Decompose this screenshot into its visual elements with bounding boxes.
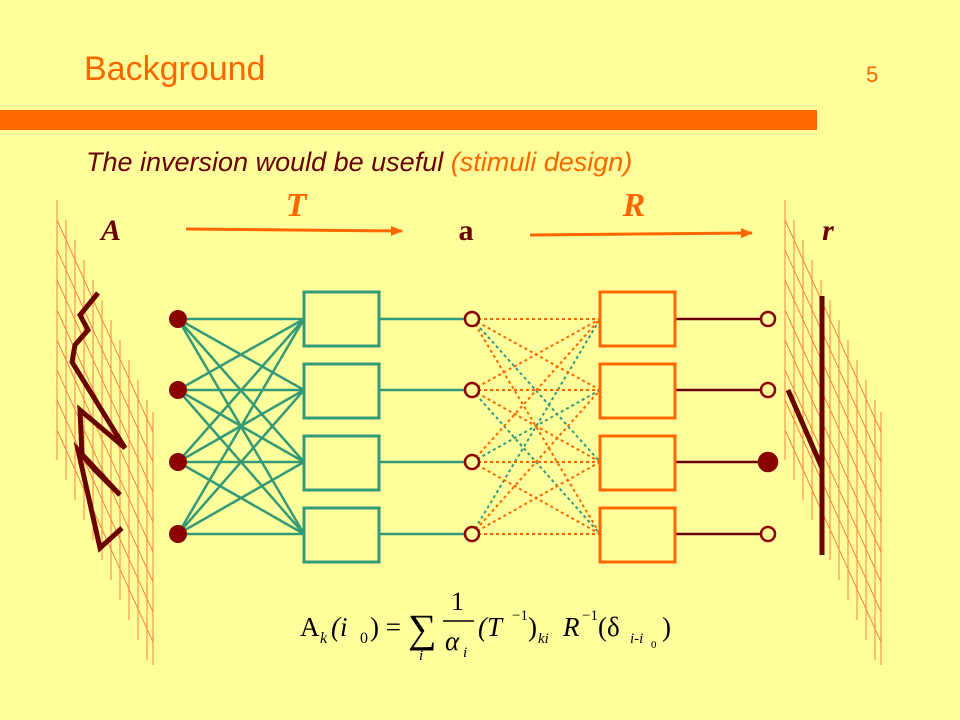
right-response-trace — [785, 296, 825, 555]
R-unit-2 — [598, 362, 677, 420]
output-node-3 — [757, 451, 779, 473]
formula-T-sub: ki — [538, 631, 549, 647]
R-connections — [471, 318, 601, 535]
subtitle-text: The inversion would be useful — [86, 147, 451, 177]
formula-sum: ∑ — [408, 606, 437, 651]
middle-nodes — [463, 310, 481, 543]
output-node-1 — [759, 310, 777, 328]
formula-arg: (i — [331, 612, 348, 642]
T-unit-4 — [302, 506, 381, 564]
formula-equals: ) = — [370, 612, 401, 642]
page-number: 5 — [866, 62, 879, 87]
input-node-4 — [169, 525, 187, 543]
subtitle-paren: (stimuli design) — [450, 147, 633, 177]
input-node-3 — [169, 453, 187, 471]
slide-title: Background — [84, 50, 266, 88]
formula-frac-den-sub: i — [463, 645, 467, 661]
R-units — [598, 290, 677, 564]
output-nodes — [757, 310, 779, 543]
formula-T: (T — [478, 612, 504, 642]
label-R: R — [622, 187, 646, 224]
formula-delta-sub0: 0 — [651, 639, 657, 651]
formula-R-exp: −1 — [582, 608, 598, 624]
R-output-lines — [675, 317, 763, 536]
formula-delta: (δ — [598, 612, 620, 642]
T-unit-2 — [302, 362, 381, 420]
left-stimulus-panel — [56, 200, 154, 665]
output-node-2 — [759, 381, 777, 399]
input-nodes — [169, 310, 187, 543]
input-node-2 — [169, 381, 187, 399]
R-unit-4 — [598, 506, 677, 564]
T-unit-1 — [302, 290, 381, 348]
formula-sum-sub: i — [419, 648, 423, 664]
arrow-R — [529, 228, 753, 239]
formula-lhs: A — [300, 612, 320, 642]
T-units — [302, 290, 381, 564]
middle-node-1 — [463, 310, 481, 328]
label-A: A — [99, 214, 121, 247]
T-unit-3 — [302, 434, 381, 492]
subtitle: The inversion would be useful (stimuli d… — [86, 147, 632, 178]
formula-arg-sub: 0 — [360, 630, 368, 647]
formula-frac-num: 1 — [451, 587, 464, 616]
T-connections — [176, 317, 466, 536]
middle-node-2 — [463, 381, 481, 399]
formula-T-exp: −1 — [512, 608, 528, 624]
middle-node-3 — [463, 453, 481, 471]
label-a: a — [459, 214, 474, 247]
middle-node-4 — [463, 525, 481, 543]
input-node-1 — [169, 310, 187, 328]
formula-lhs-sub: k — [320, 630, 328, 647]
formula-T-close: ) — [528, 612, 537, 642]
title-underline-bar — [0, 110, 817, 130]
R-unit-1 — [598, 290, 677, 348]
right-response-panel — [784, 200, 882, 665]
R-unit-3 — [598, 434, 677, 492]
label-T: T — [286, 187, 308, 224]
output-node-4 — [759, 525, 777, 543]
formula-R: R — [562, 612, 580, 642]
inversion-formula: A k (i 0 ) = ∑ i 1 α i (T −1 ) ki R −1 (… — [300, 587, 671, 664]
formula-close: ) — [662, 612, 671, 642]
label-r: r — [822, 214, 834, 247]
formula-frac-den: α — [445, 626, 460, 656]
left-stimulus-trace — [69, 291, 128, 553]
formula-delta-sub: i-i — [630, 631, 643, 647]
arrow-T — [185, 225, 403, 236]
